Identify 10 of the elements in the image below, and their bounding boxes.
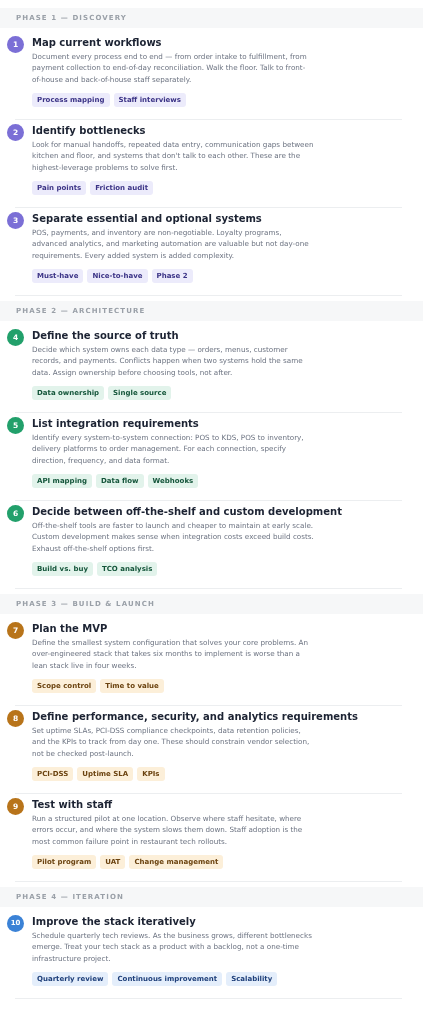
step-title: Test with staff <box>32 799 113 810</box>
step-title: Plan the MVP <box>32 623 108 634</box>
step-title: Separate essential and optional systems <box>32 213 262 224</box>
step-title: Define performance, security, and analytics requirements <box>32 711 358 722</box>
step-title: Map current workflows <box>32 37 162 48</box>
step-title: Define the source of truth <box>32 330 179 341</box>
step-title: List integration requirements <box>32 418 199 429</box>
step-title: Decide between off-the-shelf and custom development <box>32 506 342 517</box>
step-title: Improve the stack iteratively <box>32 916 196 927</box>
step-title: Identify bottlenecks <box>32 125 146 136</box>
